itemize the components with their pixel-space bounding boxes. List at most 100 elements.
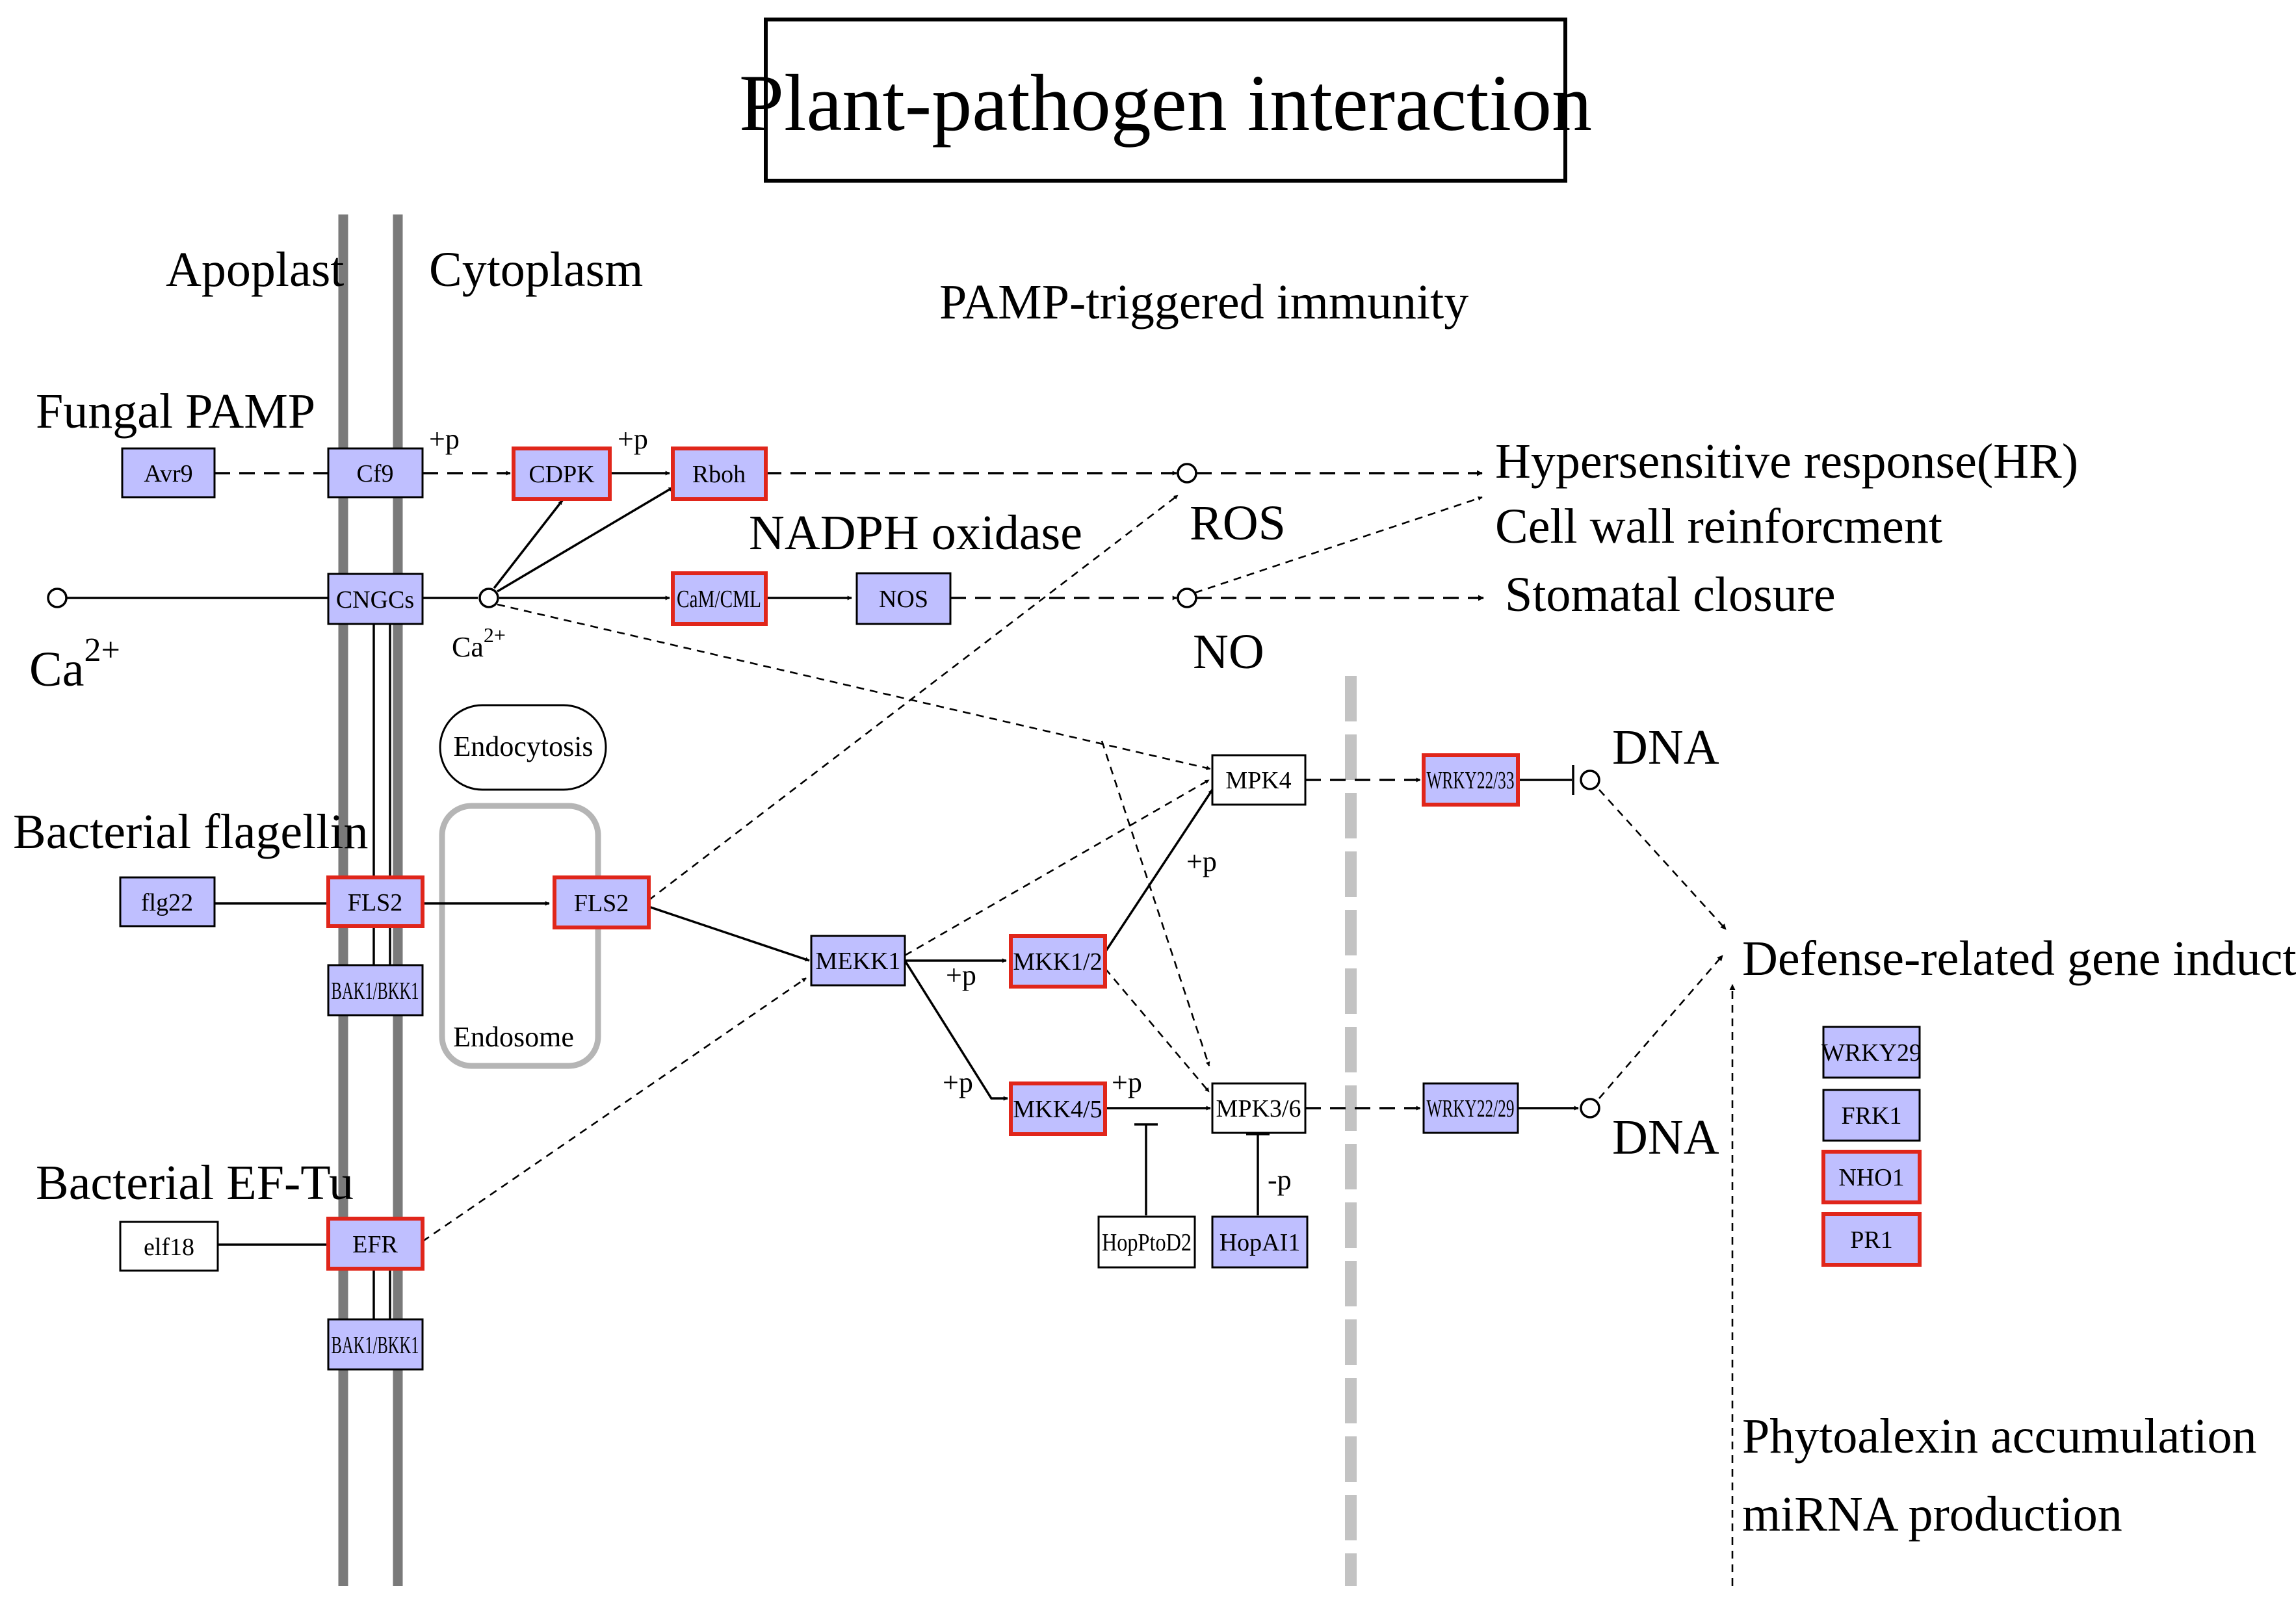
gene-mkk45-label: MKK4/5 [1013, 1096, 1102, 1123]
fungal-pamp-label: Fungal PAMP [36, 384, 315, 439]
gene-bak1-top[interactable]: BAK1/BKK1 [327, 964, 424, 1017]
gene-rboh[interactable]: Rboh [671, 447, 768, 501]
outcome-mirna: miRNA production [1742, 1487, 2122, 1542]
gene-mkk45[interactable]: MKK4/5 [1009, 1081, 1107, 1136]
gene-avr9-label: Avr9 [144, 460, 192, 487]
gene-mpk36[interactable]: MPK3/6 [1211, 1082, 1307, 1134]
gene-wrky2229-label: WRKY22/29 [1427, 1095, 1515, 1122]
gene-mekk1-label: MEKK1 [816, 948, 901, 975]
calcium-superscript: 2+ [84, 632, 120, 669]
gene-fls2-endosome-label: FLS2 [574, 890, 629, 917]
phospho-label-mkk45-mpk36: +p [1112, 1067, 1142, 1098]
gene-fls2-membrane-label: FLS2 [348, 889, 402, 916]
cytosolic-calcium-label: Ca2+ [452, 623, 506, 663]
title-box [764, 18, 1567, 183]
gene-nho1-label: NHO1 [1838, 1164, 1904, 1191]
gene-cdpk-label: CDPK [528, 461, 595, 488]
outcome-cell-wall: Cell wall reinforcment [1495, 499, 1942, 554]
gene-cf9[interactable]: Cf9 [327, 447, 424, 499]
edge-mekk1-mpk4 [904, 779, 1210, 957]
gene-nos[interactable]: NOS [855, 572, 952, 625]
bacterial-eftu-label: Bacterial EF-Tu [36, 1156, 354, 1210]
dna-top-compound [1580, 770, 1600, 790]
gene-wrky2233[interactable]: WRKY22/33 [1422, 753, 1520, 807]
dephospho-label-hopai1: -p [1268, 1164, 1292, 1196]
gene-elf18[interactable]: elf18 [119, 1221, 219, 1272]
calcium-text: Ca [29, 642, 84, 697]
edge-dnatop-defense [1598, 789, 1727, 930]
gene-efr[interactable]: EFR [326, 1217, 424, 1271]
gene-frk1[interactable]: FRK1 [1822, 1089, 1921, 1142]
page-title: Plant-pathogen interaction [739, 58, 1592, 148]
gene-elf18-label: elf18 [144, 1234, 194, 1261]
cytosolic-calcium-compound [478, 588, 499, 608]
gene-mpk4[interactable]: MPK4 [1211, 754, 1307, 806]
gene-camcml[interactable]: CaM/CML [671, 571, 768, 626]
phospho-label-mekk1-mkk45: +p [943, 1067, 973, 1098]
gene-hopai1-label: HopAI1 [1220, 1229, 1301, 1256]
gene-mkk12-label: MKK1/2 [1013, 948, 1102, 976]
gene-frk1-label: FRK1 [1842, 1102, 1902, 1130]
cytosolic-calcium-text: Ca [452, 631, 484, 663]
ros-compound [1177, 463, 1197, 484]
phospho-label-mkk12-mpk4: +p [1186, 846, 1217, 877]
gene-hopptod2[interactable]: HopPtoD2 [1097, 1215, 1196, 1269]
nadph-oxidase-label: NADPH oxidase [749, 506, 1082, 560]
gene-cf9-label: Cf9 [357, 460, 394, 487]
cytoplasm-label: Cytoplasm [429, 242, 643, 297]
gene-nos-label: NOS [879, 586, 928, 613]
bacterial-flagellin-label: Bacterial flagellin [13, 805, 369, 859]
calcium-compound [47, 588, 68, 608]
gene-mkk12[interactable]: MKK1/2 [1009, 934, 1107, 989]
edge-fls2-mekk1 [648, 905, 810, 962]
gene-fls2-endosome[interactable]: FLS2 [553, 875, 651, 929]
outcome-stomatal: Stomatal closure [1505, 567, 1836, 622]
gene-rboh-label: Rboh [692, 461, 746, 488]
pamp-immunity-label: PAMP-triggered immunity [939, 275, 1468, 330]
gene-hopai1[interactable]: HopAI1 [1211, 1215, 1309, 1269]
edge-mekk1-mkk45 [904, 960, 1008, 1101]
gene-pr1-label: PR1 [1850, 1226, 1892, 1254]
edge-mkk12-mpk4 [1104, 789, 1214, 953]
edge-dnabottom-defense [1598, 955, 1723, 1099]
phospho-label-mekk1-mkk12: +p [946, 959, 976, 991]
gene-cngcs[interactable]: CNGCs [327, 573, 424, 625]
edge-fls2-ros [648, 494, 1179, 901]
gene-wrky2229[interactable]: WRKY22/29 [1422, 1082, 1519, 1134]
outcome-defense: Defense-related gene induction [1742, 931, 2296, 986]
gene-camcml-label: CaM/CML [677, 586, 761, 613]
phospho-label-cdpk-rboh: +p [618, 423, 648, 455]
gene-cdpk[interactable]: CDPK [512, 447, 612, 501]
gene-mpk4-label: MPK4 [1225, 767, 1291, 794]
gene-efr-label: EFR [352, 1231, 398, 1258]
gene-wrky2233-label: WRKY22/33 [1427, 767, 1515, 794]
edge-ca-cdpk [493, 499, 564, 589]
edges [66, 470, 1736, 1586]
edge-ca-rboh [497, 486, 673, 593]
gene-pr1[interactable]: PR1 [1821, 1212, 1922, 1267]
dna-bottom-compound [1580, 1098, 1600, 1119]
gene-bak1-top-label: BAK1/BKK1 [332, 978, 419, 1005]
no-compound [1177, 588, 1197, 608]
gene-mekk1[interactable]: MEKK1 [810, 935, 906, 987]
gene-cngcs-label: CNGCs [336, 586, 414, 614]
dna-top-label: DNA [1612, 720, 1719, 775]
no-label: NO [1193, 625, 1264, 679]
gene-nho1[interactable]: NHO1 [1821, 1150, 1922, 1204]
gene-fls2-membrane[interactable]: FLS2 [326, 875, 424, 928]
outcome-phytoalexin: Phytoalexin accumulation [1742, 1409, 2256, 1464]
endocytosis-bubble [439, 704, 607, 791]
ros-label: ROS [1190, 496, 1286, 550]
gene-wrky29[interactable]: WRKY29 [1821, 1026, 1922, 1079]
gene-bak1-bottom-label: BAK1/BKK1 [332, 1332, 419, 1359]
gene-wrky29-label: WRKY29 [1821, 1039, 1922, 1067]
endocytosis-label: Endocytosis [453, 731, 593, 762]
phospho-label-cf9-cdpk: +p [429, 423, 460, 455]
cytosolic-calcium-superscript: 2+ [484, 623, 506, 647]
gene-flg22[interactable]: flg22 [119, 876, 216, 927]
endosome-label: Endosome [453, 1021, 574, 1053]
gene-bak1-bottom[interactable]: BAK1/BKK1 [327, 1318, 424, 1371]
edge-mekk1-mpk36 [1101, 740, 1210, 1067]
gene-avr9[interactable]: Avr9 [121, 447, 216, 499]
